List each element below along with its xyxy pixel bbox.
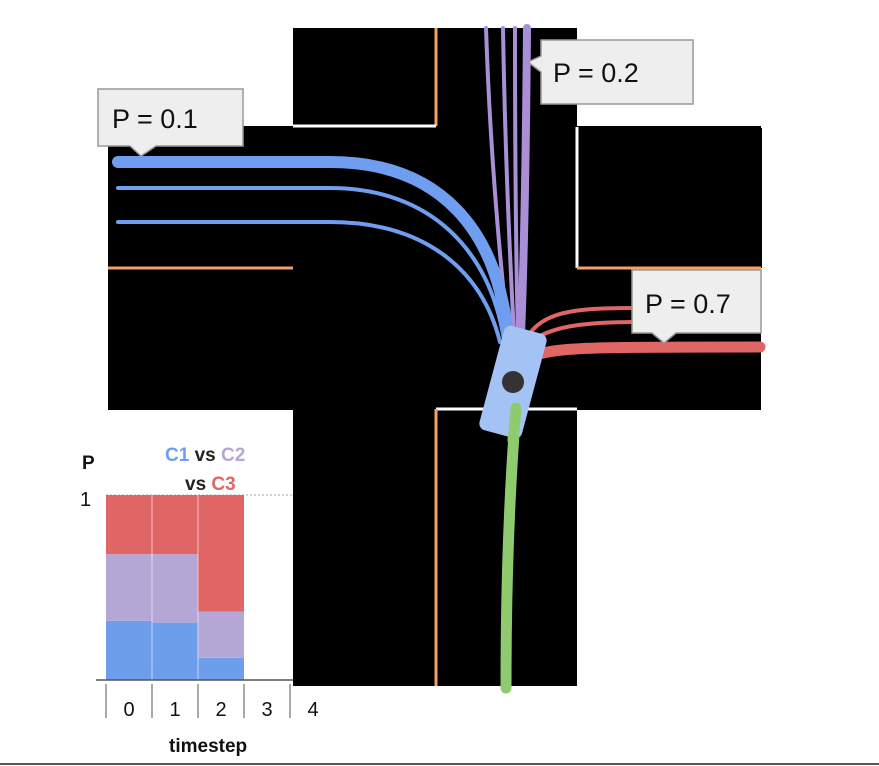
callout-label: P = 0.7: [645, 289, 731, 319]
callout-bubble: [97, 88, 244, 157]
c1-trajectory: [116, 220, 502, 344]
bar-segment-c2-t2: [198, 611, 244, 658]
vehicle-center-dot: [502, 371, 524, 393]
c1-trajectory-main: [112, 156, 514, 344]
x-tick-label: 0: [123, 699, 134, 721]
chart-title-c1: C1: [165, 445, 190, 466]
c3-trajectory: [528, 306, 642, 335]
chart-title-c3: C3: [211, 474, 235, 495]
bar-segment-c3-t0: [106, 495, 152, 555]
callout-bubble: [526, 39, 694, 105]
lane-markings: [108, 28, 761, 686]
x-tick-label: 4: [307, 699, 318, 721]
c1-trajectory: [116, 186, 506, 342]
c1-trajectories: [112, 156, 514, 344]
x-ticks: 0 1 2 3 4: [105, 684, 319, 721]
x-tick-label: 2: [215, 699, 226, 721]
callout-label: P = 0.1: [112, 104, 198, 134]
callout-c1: P = 0.1: [97, 88, 244, 157]
corner-fill-ne: [576, 128, 762, 268]
bar-segment-c1-t1: [152, 622, 198, 680]
chart-title-line-2: vs C3: [185, 474, 236, 495]
bar-segment-c2-t0: [106, 554, 152, 621]
chart-title-vs: vs: [189, 445, 221, 466]
bar-segment-c3-t1: [152, 495, 198, 555]
ego-vehicle: [479, 325, 547, 439]
callout-bubble: [631, 269, 762, 344]
callout-c2: P = 0.2: [526, 39, 694, 105]
bar-segment-c3-t2: [198, 495, 244, 612]
c2-trajectory-main: [517, 24, 531, 339]
chart-title-line-1: C1 vs C2: [165, 445, 245, 466]
bar-segment-c1-t0: [106, 620, 152, 680]
x-axis-label: timestep: [169, 736, 247, 757]
bar-segment-c1-t2: [198, 657, 244, 680]
c2-trajectory: [501, 26, 516, 337]
y-tick-label: 1: [80, 489, 91, 511]
c2-trajectory: [513, 26, 520, 337]
chart-bars: [106, 495, 244, 680]
bar-segment-c2-t1: [152, 554, 198, 623]
chart-title-c2: C2: [221, 445, 245, 466]
callout-label: P = 0.2: [553, 58, 639, 88]
y-axis-label: P: [82, 453, 95, 474]
callout-c3: P = 0.7: [631, 269, 762, 344]
probability-chart: C1 vs C2 vs C3 P 1 0 1 2 3 4 timestep: [80, 445, 319, 757]
x-tick-label: 1: [169, 699, 180, 721]
chart-title-vs: vs: [185, 474, 211, 495]
c3-trajectory-main: [530, 341, 766, 361]
vehicle-history-tail: [507, 402, 522, 446]
x-tick-label: 3: [261, 699, 272, 721]
